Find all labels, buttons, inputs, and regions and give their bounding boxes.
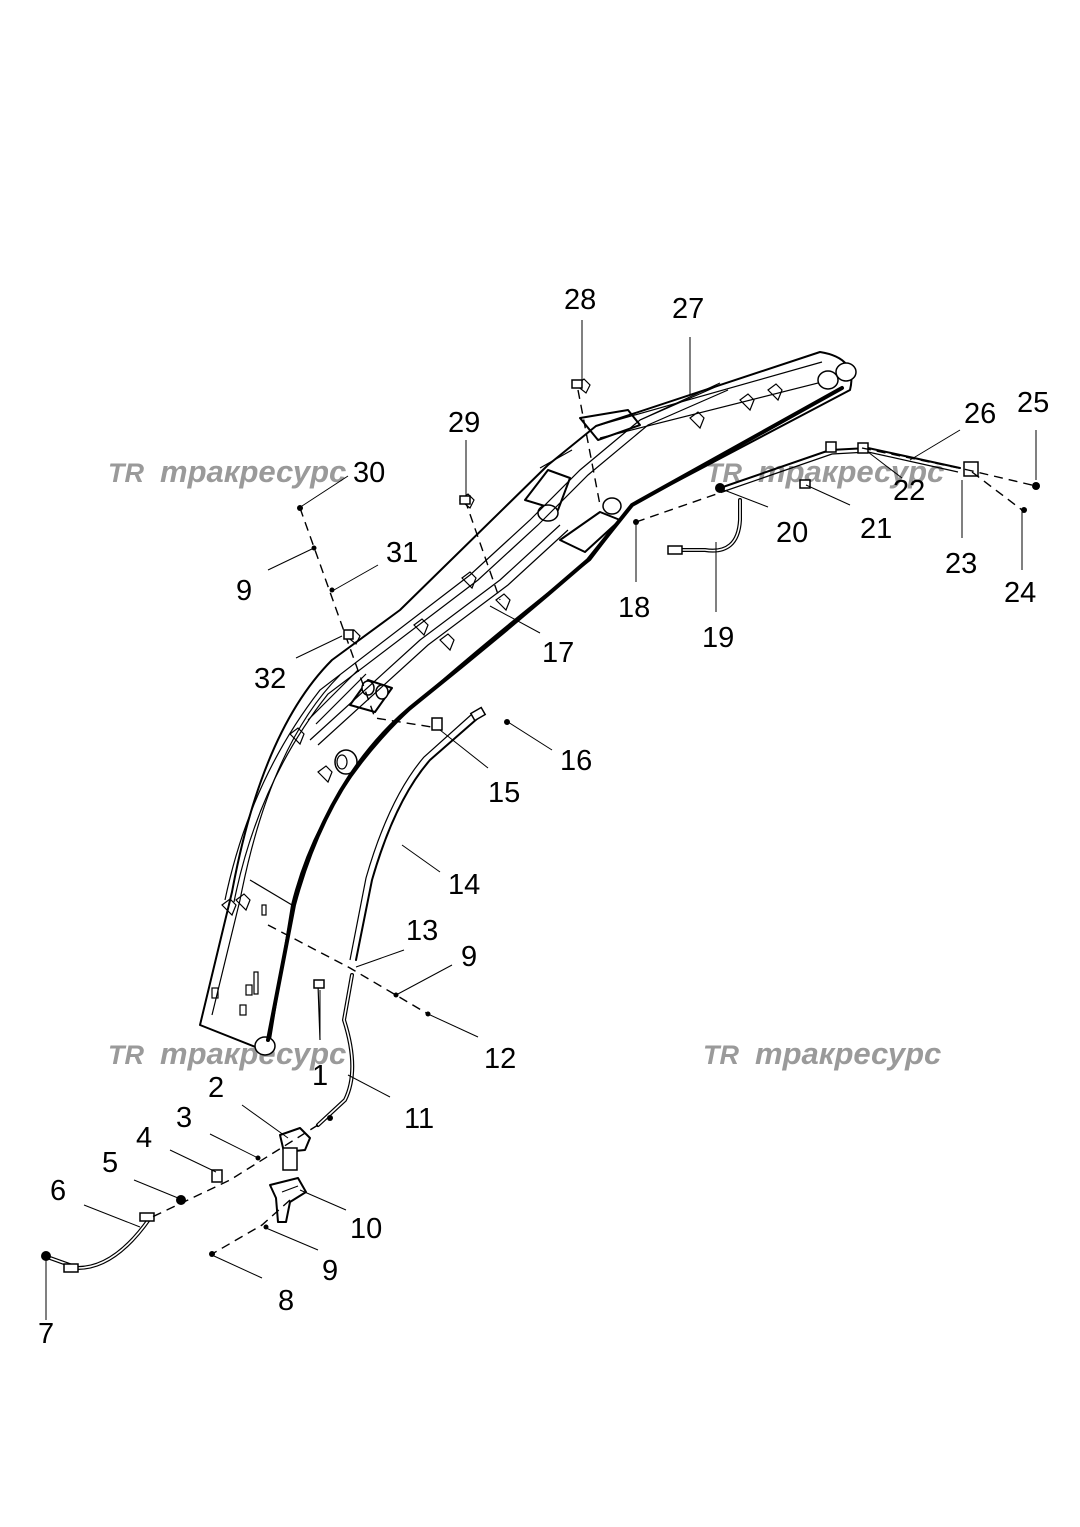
callout-26: 26: [964, 398, 996, 430]
callout-2: 2: [208, 1072, 224, 1104]
callout-3: 3: [176, 1102, 192, 1134]
knuckle-pin: [537, 504, 559, 522]
boom-foot-pin: [254, 1036, 276, 1056]
watermark: TR тракресурс: [703, 1036, 941, 1071]
boom-hydraulic-lines: [224, 382, 844, 1042]
hose-14: [349, 706, 510, 961]
arm-end-pin: [817, 370, 839, 390]
callout-4: 4: [136, 1122, 152, 1154]
callout-18: 18: [618, 592, 650, 624]
callout-labels: 1 2 3 4 5 6 7 8 9 9 9 10 11 12 13 14 15 …: [38, 284, 1049, 1350]
assembly-lines: [149, 389, 1037, 1255]
callout-9: 9: [322, 1255, 338, 1287]
watermark-text: тракресурс: [160, 454, 346, 489]
watermark-logo: TR: [108, 1040, 144, 1070]
callout-5: 5: [102, 1147, 118, 1179]
callout-19: 19: [702, 622, 734, 654]
callout-29: 29: [448, 407, 480, 439]
pivot-pin: [602, 497, 622, 515]
callout-28: 28: [564, 284, 596, 316]
callout-13: 13: [406, 915, 438, 947]
callout-16: 16: [560, 745, 592, 777]
callout-8: 8: [278, 1285, 294, 1317]
callout-22: 22: [893, 475, 925, 507]
watermark: TR тракресурс: [108, 454, 346, 489]
callout-9: 9: [461, 941, 477, 973]
callout-17: 17: [542, 637, 574, 669]
watermark-logo: TR: [108, 458, 144, 488]
callout-23: 23: [945, 548, 977, 580]
watermark-text: тракресурс: [160, 1036, 346, 1071]
callout-32: 32: [254, 663, 286, 695]
callout-15: 15: [488, 777, 520, 809]
callout-10: 10: [350, 1213, 382, 1245]
callout-6: 6: [50, 1175, 66, 1207]
callout-31: 31: [386, 537, 418, 569]
callout-21: 21: [860, 513, 892, 545]
callout-11: 11: [404, 1103, 434, 1135]
hose-6: [41, 1212, 155, 1273]
watermark-text: тракресурс: [755, 1036, 941, 1071]
watermark: TR тракресурс: [706, 454, 944, 489]
callout-9: 9: [236, 575, 252, 607]
watermark: TR тракресурс: [108, 1036, 346, 1071]
callout-24: 24: [1004, 577, 1036, 609]
callout-1: 1: [312, 1060, 328, 1092]
arm-end-pin: [835, 362, 857, 382]
hose-19: [667, 498, 742, 555]
watermark-logo: TR: [703, 1040, 739, 1070]
boom-cylinder-boss: [334, 749, 358, 775]
callout-27: 27: [672, 293, 704, 325]
callout-7: 7: [38, 1318, 54, 1350]
callout-25: 25: [1017, 387, 1049, 419]
watermark-text: тракресурс: [758, 454, 944, 489]
leader-lines: [45, 320, 1037, 1320]
callout-14: 14: [448, 869, 480, 901]
callout-12: 12: [484, 1043, 516, 1075]
callout-20: 20: [776, 517, 808, 549]
bracket-assembly: [269, 1127, 311, 1223]
callout-30: 30: [353, 457, 385, 489]
